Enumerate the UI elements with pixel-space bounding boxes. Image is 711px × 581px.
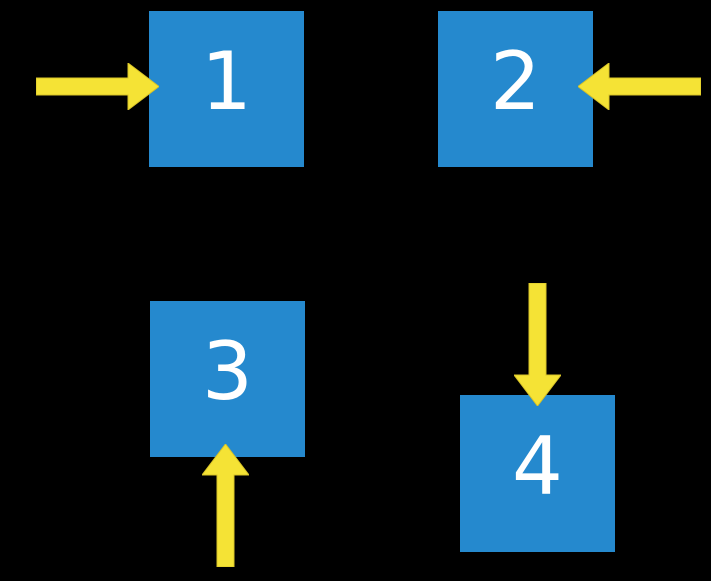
square-2: 2 (438, 11, 593, 167)
square-4-label: 4 (512, 419, 563, 513)
arrow-up-icon (202, 444, 249, 567)
arrow-left-icon (578, 63, 701, 110)
square-3: 3 (150, 301, 305, 457)
square-1: 1 (149, 11, 304, 167)
square-4: 4 (460, 395, 615, 552)
arrow-right-icon (36, 63, 159, 110)
square-3-label: 3 (202, 325, 253, 418)
square-2-label: 2 (490, 35, 541, 128)
arrow-down-icon (514, 283, 561, 406)
square-1-label: 1 (201, 35, 252, 128)
